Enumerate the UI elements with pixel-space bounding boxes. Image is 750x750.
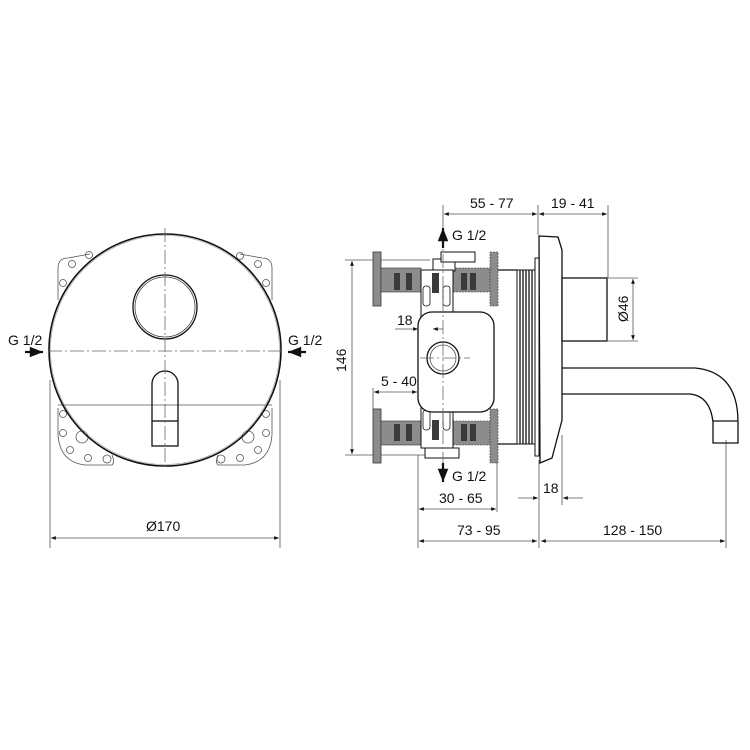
- dimension-19-41: 19 - 41: [539, 195, 607, 216]
- outlet-top: G 1/2: [437, 227, 486, 248]
- mixer-body: [417, 311, 495, 413]
- dim-146-label: 146: [333, 348, 349, 372]
- dimension-55-77: 55 - 77: [444, 195, 537, 216]
- outlet-bottom-label: G 1/2: [452, 468, 486, 484]
- mounting-bracket-top-right: [236, 252, 273, 300]
- spout-side: [562, 367, 739, 444]
- inlet-left-label: G 1/2: [8, 332, 42, 348]
- dim-73-95-label: 73 - 95: [457, 522, 501, 538]
- threaded-sleeve: [516, 257, 540, 457]
- dimension-18-bottom: 18: [518, 480, 583, 500]
- dim-55-77-label: 55 - 77: [470, 195, 514, 211]
- dimension-146: 146: [333, 261, 354, 454]
- side-view: G 1/2 G 1/2 55 - 77 19 - 41 Ø46 146: [333, 195, 739, 548]
- dim-46-label: Ø46: [615, 295, 631, 322]
- diameter-170-label: Ø170: [146, 518, 180, 534]
- dim-30-65-label: 30 - 65: [439, 490, 483, 506]
- dim-128-150-label: 128 - 150: [603, 522, 662, 538]
- valve-top: [372, 251, 499, 319]
- front-view: G 1/2 G 1/2 Ø170: [8, 228, 322, 548]
- dimension-diameter-46: Ø46: [615, 279, 635, 340]
- dim-19-41-label: 19 - 41: [551, 195, 595, 211]
- dimension-30-65: 30 - 65: [419, 490, 496, 511]
- dim-18-bottom-label: 18: [543, 480, 559, 496]
- dim-5-40-label: 5 - 40: [381, 373, 417, 389]
- mounting-bracket-bottom-right: [216, 408, 273, 466]
- dimension-18-top: 18: [395, 312, 443, 331]
- dimension-128-150: 128 - 150: [541, 522, 725, 543]
- outlet-top-label: G 1/2: [452, 227, 486, 243]
- mounting-bracket-bottom-left: [57, 408, 114, 466]
- dim-18-top-label: 18: [397, 312, 413, 328]
- dimension-diameter-170: Ø170: [51, 518, 279, 540]
- sensor-housing: [561, 277, 608, 342]
- mounting-bracket-top-left: [57, 251, 93, 300]
- dimension-5-40: 5 - 40: [372, 373, 417, 410]
- inlet-left: G 1/2: [8, 332, 43, 358]
- dimension-73-95: 73 - 95: [419, 522, 537, 543]
- inlet-right-label: G 1/2: [288, 332, 322, 348]
- outlet-bottom: G 1/2: [437, 463, 486, 484]
- inlet-right: G 1/2: [288, 332, 322, 358]
- valve-bottom: [372, 407, 499, 464]
- wall-plate: [538, 235, 563, 464]
